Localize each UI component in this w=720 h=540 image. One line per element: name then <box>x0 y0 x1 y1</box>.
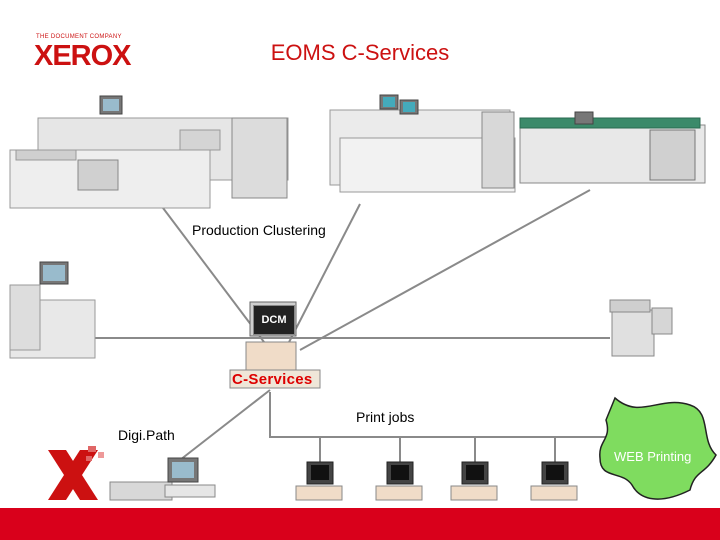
xerox-logo: XEROX <box>34 40 132 72</box>
pc-3 <box>450 461 498 501</box>
line-right-cluster <box>299 189 591 351</box>
xerox-tagline: THE DOCUMENT COMPANY <box>36 34 122 40</box>
print-jobs-label: Print jobs <box>356 409 415 425</box>
printer-cluster-left <box>9 95 289 209</box>
web-printing-cloud <box>599 396 717 500</box>
slide-title: EOMS C-Services <box>270 40 450 65</box>
production-clustering-label: Production Clustering <box>192 222 326 238</box>
bottom-red-bar <box>0 508 720 540</box>
dcm-label: DCM <box>253 305 295 335</box>
web-printing-label: WEB Printing <box>614 449 692 464</box>
digipath-station <box>109 457 216 501</box>
pc-1 <box>295 461 343 501</box>
printer-left-standalone <box>9 261 96 359</box>
line-print-jobs <box>269 392 620 438</box>
digipath-label: Digi.Path <box>118 427 175 443</box>
line-center-cluster <box>284 203 361 351</box>
line-digipath <box>179 389 271 461</box>
printer-right <box>519 111 706 184</box>
pc-2 <box>375 461 423 501</box>
printer-cluster-center <box>329 94 516 193</box>
copier-right <box>609 299 673 357</box>
xerox-x-emblem <box>48 446 104 500</box>
pc-4 <box>530 461 578 501</box>
c-services-label: C-Services <box>232 371 313 388</box>
